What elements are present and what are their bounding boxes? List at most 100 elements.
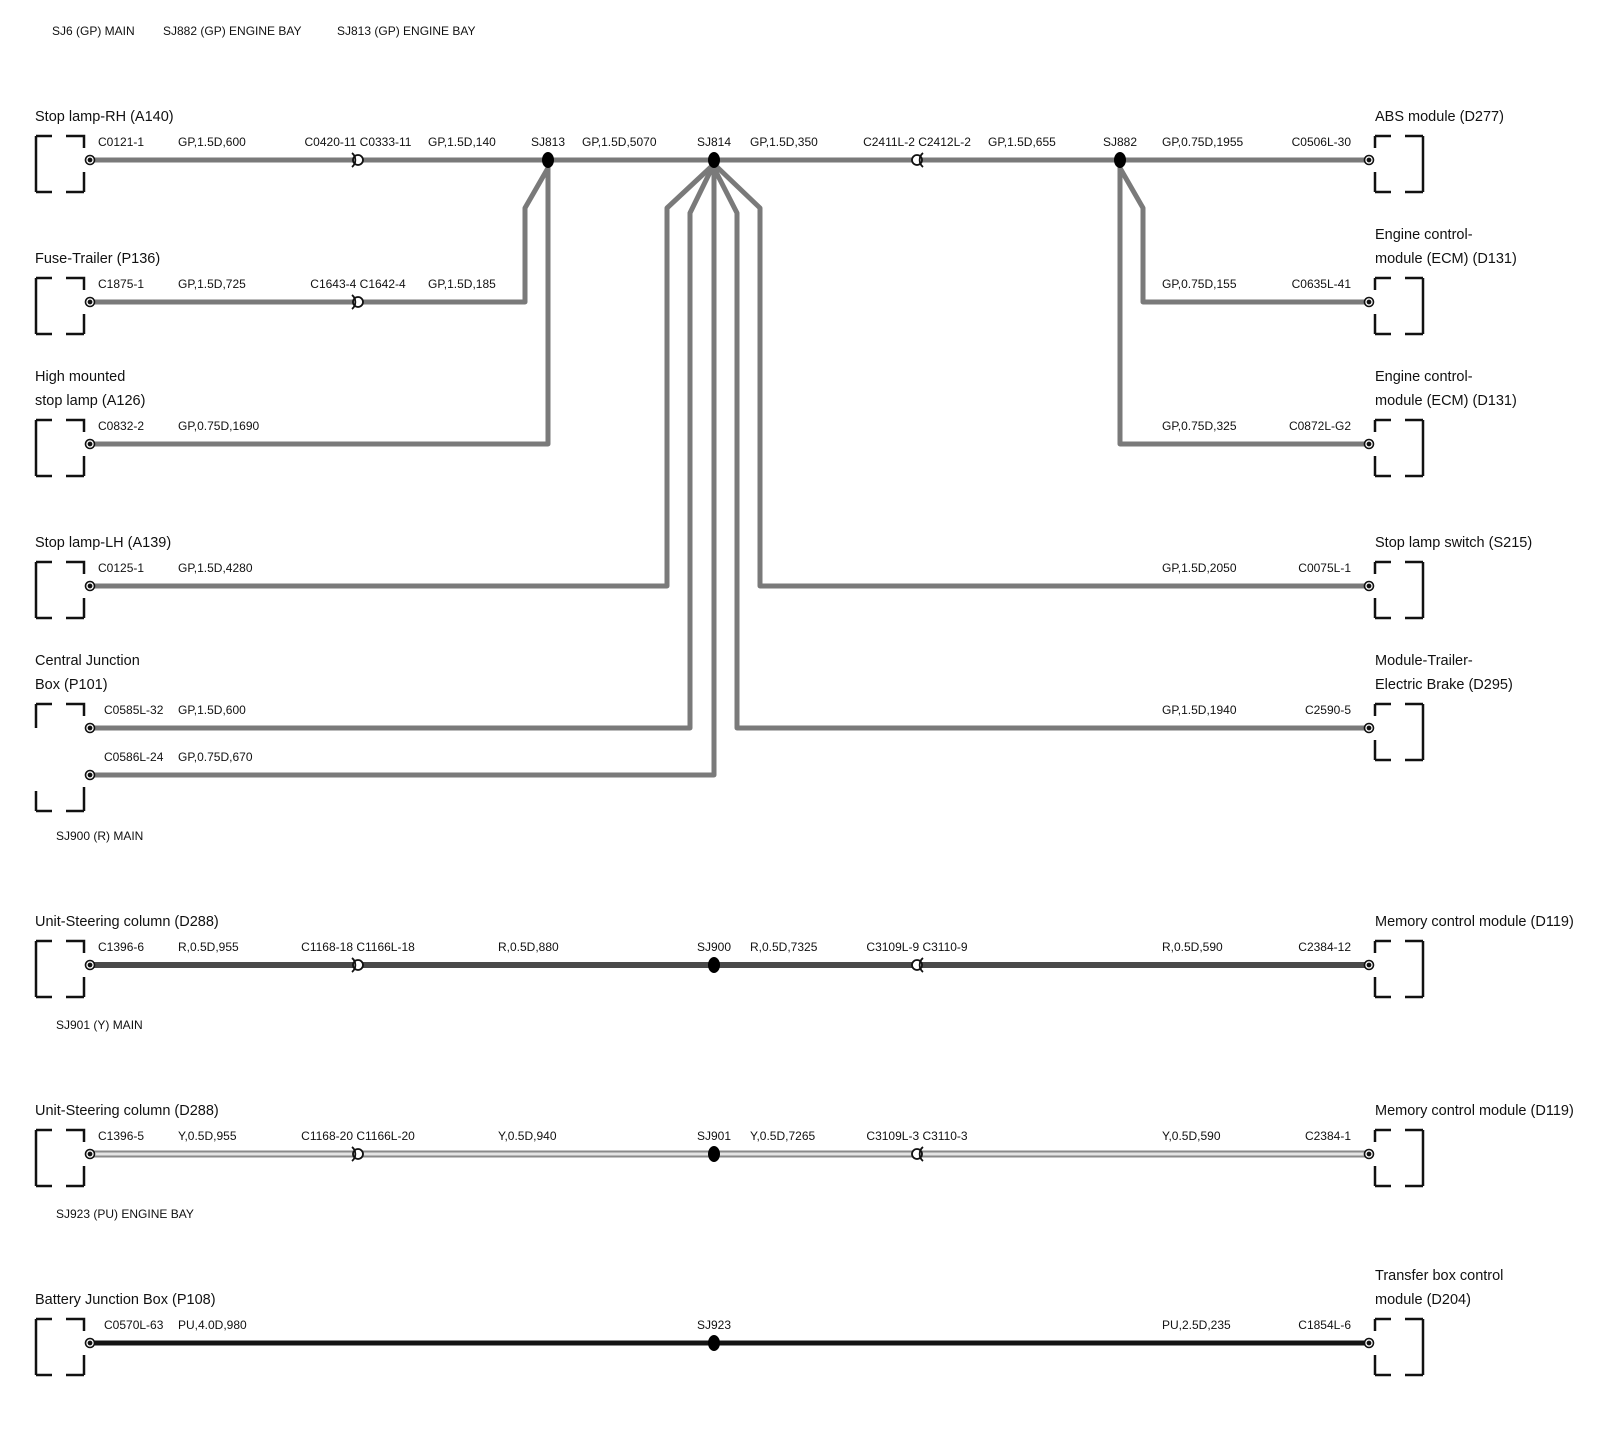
splice-node-sj814: [708, 152, 720, 168]
inline-connector-c1168-18: [351, 957, 364, 973]
component-label-cjb-2: Box (P101): [35, 677, 108, 693]
box-high-mounted: [34, 418, 86, 478]
wire-label: Y,0.5D,940: [498, 1129, 557, 1143]
wire-label: GP,1.5D,655: [988, 135, 1056, 149]
wire-gp-cjb-24: [90, 160, 717, 778]
inline-connector-c1168-20: [351, 1146, 364, 1162]
terminal-right: [1363, 296, 1375, 308]
box-transfer: [1373, 1317, 1425, 1377]
pin-label: C1396-5: [98, 1129, 144, 1143]
box-memory-y: [1373, 1128, 1425, 1188]
terminal-right: [1363, 1337, 1375, 1349]
wire-label: GP,0.75D,670: [178, 750, 253, 764]
box-stop-lamp-lh: [34, 560, 86, 620]
box-cjb-lower: [34, 787, 86, 813]
pin-label: C0121-1: [98, 135, 144, 149]
wire-label: GP,1.5D,5070: [582, 135, 657, 149]
wire-label: GP,1.5D,600: [178, 135, 246, 149]
splice-node-sj923: [708, 1335, 720, 1351]
section-label-r: SJ900 (R) MAIN: [56, 829, 143, 843]
header-splice-sj6: SJ6 (GP) MAIN: [52, 24, 135, 38]
header-splice-sj813: SJ813 (GP) ENGINE BAY: [337, 24, 476, 38]
pin-terminals: [84, 154, 1375, 1349]
terminal-right: [1363, 1148, 1375, 1160]
pin-label: C0506L-30: [1292, 135, 1352, 149]
wire-label: GP,1.5D,725: [178, 277, 246, 291]
component-label-ecm-1a: Engine control-: [1375, 227, 1473, 243]
section-label-y: SJ901 (Y) MAIN: [56, 1018, 143, 1032]
terminal-left: [84, 154, 96, 166]
wire-label: GP,1.5D,4280: [178, 561, 253, 575]
inline-connector-label: C2411L-2 C2412L-2: [863, 135, 971, 149]
pin-label: C0635L-41: [1292, 277, 1352, 291]
wire-gp-stop-lamp-lh: [90, 164, 714, 589]
pin-label: C1875-1: [98, 277, 144, 291]
splice-label-sj923: SJ923: [697, 1318, 731, 1332]
inline-connector-c1643: [351, 294, 364, 310]
terminal-left: [84, 959, 96, 971]
box-stop-lamp-rh: [34, 134, 86, 194]
splice-nodes: [542, 152, 1126, 1351]
component-boxes: [34, 134, 1425, 1377]
component-label-high-mounted-1: High mounted: [35, 369, 125, 385]
wire-label: R,0.5D,7325: [750, 940, 818, 954]
component-label-transfer-2: module (D204): [1375, 1292, 1471, 1308]
component-label-memory-y: Memory control module (D119): [1375, 1103, 1574, 1119]
wire-label: Y,0.5D,590: [1162, 1129, 1221, 1143]
inline-connector-label: C1168-20 C1166L-20: [301, 1129, 415, 1143]
inline-connector-c3109-3: [911, 1146, 924, 1162]
pin-label: C0832-2: [98, 419, 144, 433]
splice-node-sj901: [708, 1146, 720, 1162]
terminal-left: [84, 1148, 96, 1160]
pin-label: C2384-1: [1305, 1129, 1351, 1143]
box-bjb: [34, 1317, 86, 1377]
wire-gp-fuse-trailer: [90, 166, 551, 305]
component-label-memory-r: Memory control module (D119): [1375, 914, 1574, 930]
wire-gp-high-mounted: [90, 160, 551, 447]
inline-connector-label: C1643-4 C1642-4: [310, 277, 406, 291]
component-label-cjb-1: Central Junction: [35, 653, 140, 669]
wire-label: GP,1.5D,600: [178, 703, 246, 717]
wire-label: GP,0.75D,155: [1162, 277, 1237, 291]
wire-gp-cjb-32: [90, 166, 715, 731]
component-label-high-mounted-2: stop lamp (A126): [35, 393, 145, 409]
terminal-right: [1363, 438, 1375, 450]
splice-node-sj813: [542, 152, 554, 168]
component-label-stop-lamp-lh: Stop lamp-LH (A139): [35, 535, 171, 551]
terminal-right: [1363, 580, 1375, 592]
box-memory-r: [1373, 939, 1425, 999]
component-label-steering-y: Unit-Steering column (D288): [35, 1103, 219, 1119]
section-label-pu: SJ923 (PU) ENGINE BAY: [56, 1207, 194, 1221]
terminal-left: [84, 296, 96, 308]
wire-label: R,0.5D,880: [498, 940, 559, 954]
box-abs: [1373, 134, 1425, 194]
splice-label-sj901: SJ901: [697, 1129, 731, 1143]
wire-label: Y,0.5D,7265: [750, 1129, 815, 1143]
box-cjb-upper: [34, 702, 86, 728]
pin-label: C0586L-24: [104, 750, 164, 764]
wire-label: GP,1.5D,1940: [1162, 703, 1237, 717]
wire-gp-ecm-41: [1117, 166, 1365, 305]
component-label-transfer-1: Transfer box control: [1375, 1268, 1503, 1284]
splice-label-sj814: SJ814: [697, 135, 731, 149]
terminal-left: [84, 1337, 96, 1349]
splice-node-sj882: [1114, 152, 1126, 168]
pin-label: C0872L-G2: [1289, 419, 1351, 433]
box-steering-y: [34, 1128, 86, 1188]
component-label-stop-lamp-rh: Stop lamp-RH (A140): [35, 109, 174, 125]
wire-label: R,0.5D,955: [178, 940, 239, 954]
terminal-left: [84, 580, 96, 592]
gp-wires: [90, 157, 1365, 778]
splice-label-sj900: SJ900: [697, 940, 731, 954]
splice-label-sj813: SJ813: [531, 135, 565, 149]
component-label-fuse-trailer: Fuse-Trailer (P136): [35, 251, 160, 267]
box-steering-r: [34, 939, 86, 999]
wire-label: GP,0.75D,1955: [1162, 135, 1244, 149]
splice-label-sj882: SJ882: [1103, 135, 1137, 149]
box-trailer-brake: [1373, 702, 1425, 762]
inline-connector-c2411: [911, 152, 924, 168]
inline-connector-label: C1168-18 C1166L-18: [301, 940, 415, 954]
wire-label: Y,0.5D,955: [178, 1129, 237, 1143]
wire-gp-ecm-g2: [1117, 160, 1365, 447]
